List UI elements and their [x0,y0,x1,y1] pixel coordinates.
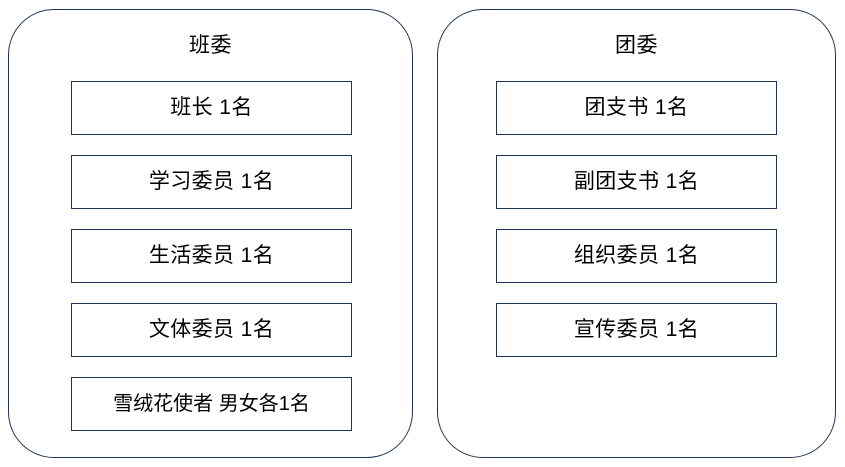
item-label-life-officer: 生活委员 1名 [148,244,275,267]
group-title-class-committee: 班委 [189,34,232,57]
item-box-class-monitor: 班长 1名 [71,81,352,135]
item-box-publicity-officer: 宣传委员 1名 [496,303,777,357]
group-panel-youth-league-committee: 团委 团支书 1名 副团支书 1名 组织委员 1名 宣传委员 1名 [437,9,836,458]
item-label-study-officer: 学习委员 1名 [148,170,275,193]
item-label-culture-sports-officer: 文体委员 1名 [148,318,275,341]
item-box-study-officer: 学习委员 1名 [71,155,352,209]
item-label-league-secretary: 团支书 1名 [584,96,689,119]
item-box-culture-sports-officer: 文体委员 1名 [71,303,352,357]
item-label-organization-officer: 组织委员 1名 [573,244,700,267]
item-label-deputy-league-secretary: 副团支书 1名 [573,170,700,193]
item-label-publicity-officer: 宣传委员 1名 [573,318,700,341]
item-box-life-officer: 生活委员 1名 [71,229,352,283]
item-box-edelweiss-envoy: 雪绒花使者 男女各1名 [71,377,352,431]
item-label-edelweiss-envoy: 雪绒花使者 男女各1名 [113,393,310,415]
group-title-youth-league-committee: 团委 [615,34,658,57]
group-panel-class-committee: 班委 班长 1名 学习委员 1名 生活委员 1名 文体委员 1名 雪绒花使者 男… [8,9,413,458]
item-stack-class-committee: 班长 1名 学习委员 1名 生活委员 1名 文体委员 1名 雪绒花使者 男女各1… [71,81,352,431]
item-box-deputy-league-secretary: 副团支书 1名 [496,155,777,209]
item-stack-youth-league-committee: 团支书 1名 副团支书 1名 组织委员 1名 宣传委员 1名 [496,81,777,357]
item-box-organization-officer: 组织委员 1名 [496,229,777,283]
item-label-class-monitor: 班长 1名 [170,96,253,119]
item-box-league-secretary: 团支书 1名 [496,81,777,135]
